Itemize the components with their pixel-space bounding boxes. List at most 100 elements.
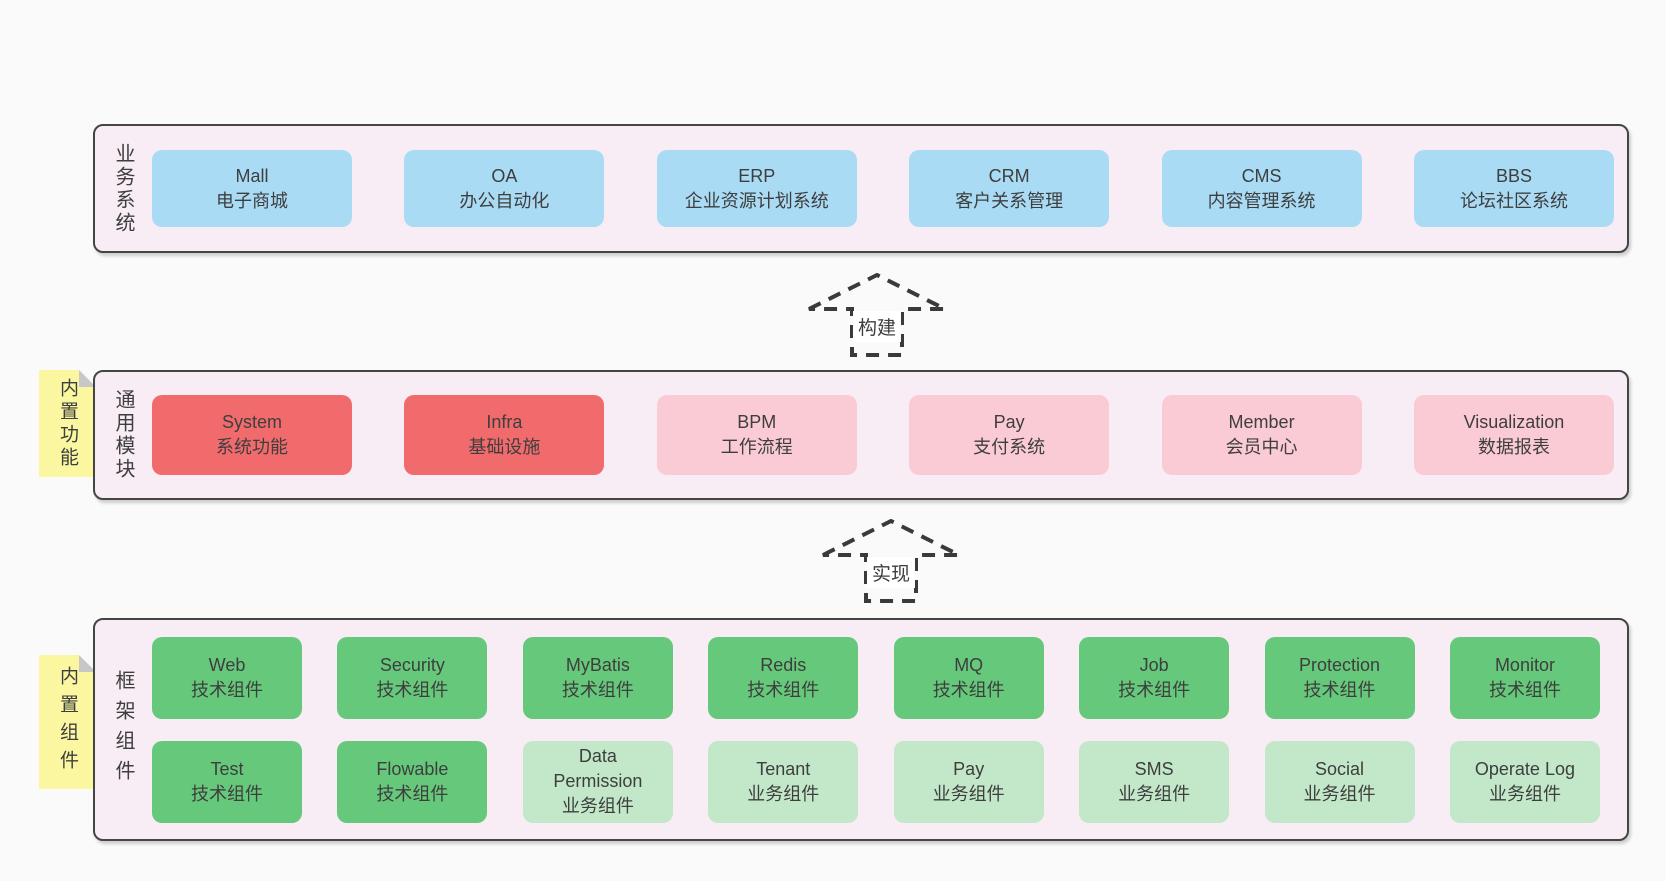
sticky-note-paper bbox=[39, 655, 96, 789]
module-box-monitor: Monitor 技术组件 bbox=[1449, 636, 1600, 719]
module-subtitle: 工作流程 bbox=[720, 437, 793, 457]
module-name: Tenant bbox=[756, 758, 811, 779]
module-subtitle: 业务组件 bbox=[932, 783, 1005, 804]
module-subtitle: 系统功能 bbox=[216, 437, 288, 457]
dashed-up-arrow-implement: 实现 bbox=[821, 519, 961, 605]
module-name: ERP bbox=[738, 165, 776, 186]
module-box-erp: ERP 企业资源计划系统 bbox=[656, 150, 857, 227]
module-row: Test 技术组件 Flowable 技术组件 Data Permission 业务组件 T… bbox=[152, 740, 1600, 823]
module-box-protection: Protection 技术组件 bbox=[1264, 636, 1415, 719]
module-name: CRM bbox=[988, 165, 1030, 186]
module-box-redis: Redis 技术组件 bbox=[708, 636, 859, 719]
module-box-cms: CMS 内容管理系统 bbox=[1161, 150, 1362, 227]
module-subtitle: 技术组件 bbox=[932, 679, 1005, 700]
sticky-note-text: 内置组件 bbox=[57, 666, 78, 778]
module-box-data-permission: Data Permission 业务组件 bbox=[522, 740, 673, 823]
module-name: MQ bbox=[954, 654, 984, 675]
module-name: Redis bbox=[760, 654, 807, 675]
dashed-up-arrow-build: 构建 bbox=[807, 273, 947, 359]
sticky-note-paper bbox=[39, 370, 96, 477]
module-box-sms: SMS 业务组件 bbox=[1079, 740, 1230, 823]
module-name: Infra bbox=[486, 412, 523, 432]
up-arrow-icon bbox=[808, 273, 946, 357]
module-name: Protection bbox=[1299, 654, 1381, 675]
module-name: Member bbox=[1228, 412, 1295, 432]
module-name: CMS bbox=[1241, 165, 1282, 186]
layer-title-text: 业务系统 bbox=[112, 142, 134, 235]
layer-title: 通用模块 bbox=[95, 372, 151, 498]
module-subtitle: 技术组件 bbox=[376, 783, 449, 804]
sticky-note-text: 内置功能 bbox=[57, 377, 78, 470]
module-subtitle: 技术组件 bbox=[747, 679, 820, 700]
module-subtitle: 内容管理系统 bbox=[1207, 190, 1316, 211]
layer-title: 框架组件 bbox=[95, 620, 151, 839]
module-box-operate-log: Operate Log 业务组件 bbox=[1449, 740, 1600, 823]
module-box-infra: Infra 基础设施 bbox=[404, 395, 605, 475]
module-name: Mall bbox=[235, 165, 269, 186]
module-subtitle: 办公自动化 bbox=[459, 190, 550, 211]
module-name: Web bbox=[208, 654, 246, 675]
module-box-web: Web 技术组件 bbox=[152, 636, 302, 719]
module-name: Pay bbox=[993, 412, 1025, 432]
module-name: Monitor bbox=[1494, 654, 1555, 675]
module-subtitle: 技术组件 bbox=[561, 679, 634, 700]
module-subtitle: 会员中心 bbox=[1225, 437, 1298, 457]
module-box-flowable: Flowable 技术组件 bbox=[337, 740, 488, 823]
layer-title: 业务系统 bbox=[95, 126, 151, 251]
module-subtitle: 业务组件 bbox=[1303, 783, 1376, 804]
module-subtitle: 业务组件 bbox=[1118, 783, 1191, 804]
module-subtitle: 技术组件 bbox=[1488, 679, 1561, 700]
module-name: Security bbox=[379, 654, 445, 675]
module-subtitle: 技术组件 bbox=[191, 783, 263, 804]
layer-title-text: 框架组件 bbox=[112, 669, 134, 790]
module-name: SMS bbox=[1134, 758, 1174, 779]
module-box-test: Test 技术组件 bbox=[152, 740, 302, 823]
module-box-mq: MQ 技术组件 bbox=[893, 636, 1044, 719]
module-subtitle: 业务组件 bbox=[561, 796, 634, 816]
module-box-crm: CRM 客户关系管理 bbox=[909, 150, 1110, 227]
module-subtitle: 基础设施 bbox=[468, 437, 541, 457]
module-name: Visualization bbox=[1463, 412, 1565, 432]
module-name: Test bbox=[210, 758, 244, 779]
module-subtitle: 客户关系管理 bbox=[955, 190, 1064, 211]
module-name: Social bbox=[1315, 758, 1365, 779]
module-subtitle: 论坛社区系统 bbox=[1459, 190, 1568, 211]
module-box-security: Security 技术组件 bbox=[337, 636, 488, 719]
sticky-note-built-in-features: 内置功能 bbox=[39, 370, 96, 477]
module-subtitle: 技术组件 bbox=[191, 679, 263, 700]
module-box-social: Social 业务组件 bbox=[1264, 740, 1415, 823]
module-name: OA bbox=[491, 165, 518, 186]
module-name: Flowable bbox=[376, 758, 449, 779]
module-name: MyBatis bbox=[565, 654, 630, 675]
up-arrow-icon bbox=[822, 519, 960, 603]
module-subtitle: 技术组件 bbox=[376, 679, 449, 700]
module-name: Pay bbox=[953, 758, 985, 779]
module-box-oa: OA 办公自动化 bbox=[404, 150, 605, 227]
sticky-note-built-in-components: 内置组件 bbox=[39, 655, 96, 789]
module-name: Operate Log bbox=[1474, 758, 1575, 779]
module-subtitle: 企业资源计划系统 bbox=[684, 190, 829, 211]
module-name: Job bbox=[1139, 654, 1169, 675]
module-subtitle: 技术组件 bbox=[1303, 679, 1376, 700]
module-name: Data Permission bbox=[553, 746, 643, 791]
module-box-pay: Pay 业务组件 bbox=[893, 740, 1044, 823]
module-subtitle: 业务组件 bbox=[1488, 783, 1561, 804]
arrow-label: 实现 bbox=[866, 557, 916, 588]
